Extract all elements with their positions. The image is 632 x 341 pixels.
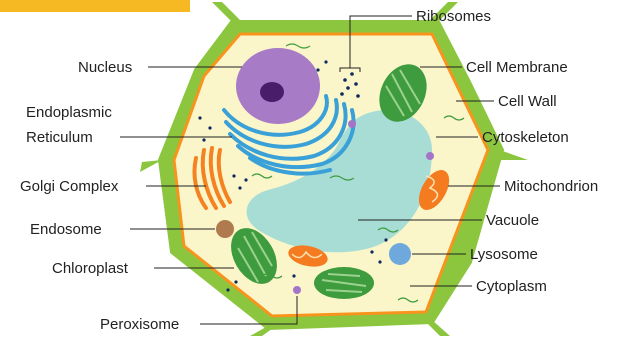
label-ribosomes: Ribosomes (416, 8, 491, 25)
nucleolus (260, 82, 284, 102)
wall-spike-right (500, 150, 528, 160)
wall-spike-top-left (212, 2, 240, 22)
lysosome (389, 243, 411, 265)
label-lysosome: Lysosome (470, 246, 538, 263)
label-cytoplasm: Cytoplasm (476, 278, 547, 295)
title-banner (0, 0, 190, 12)
label-cell-wall: Cell Wall (498, 93, 557, 110)
vesicle-1 (348, 120, 356, 128)
chloroplast-3 (314, 267, 374, 299)
label-golgi-complex: Golgi Complex (20, 178, 119, 195)
label-cytoskeleton: Cytoskeleton (482, 129, 569, 146)
label-mitochondrion: Mitochondrion (504, 178, 598, 195)
label-nucleus: Nucleus (78, 59, 132, 76)
label-peroxisome: Peroxisome (100, 316, 179, 333)
wall-spike-bottom-right (426, 320, 450, 336)
label-cell-membrane: Cell Membrane (466, 59, 568, 76)
label-chloroplast: Chloroplast (52, 260, 129, 277)
vesicle-2 (426, 152, 434, 160)
label-endosome: Endosome (30, 221, 102, 238)
peroxisome (293, 286, 301, 294)
wall-spike-bottom-left (250, 326, 276, 336)
label-endoplasmic-line1: Endoplasmic (26, 104, 112, 121)
label-endoplasmic-line2: Reticulum (26, 129, 93, 146)
label-vacuole: Vacuole (486, 212, 539, 229)
endosome (216, 220, 234, 238)
